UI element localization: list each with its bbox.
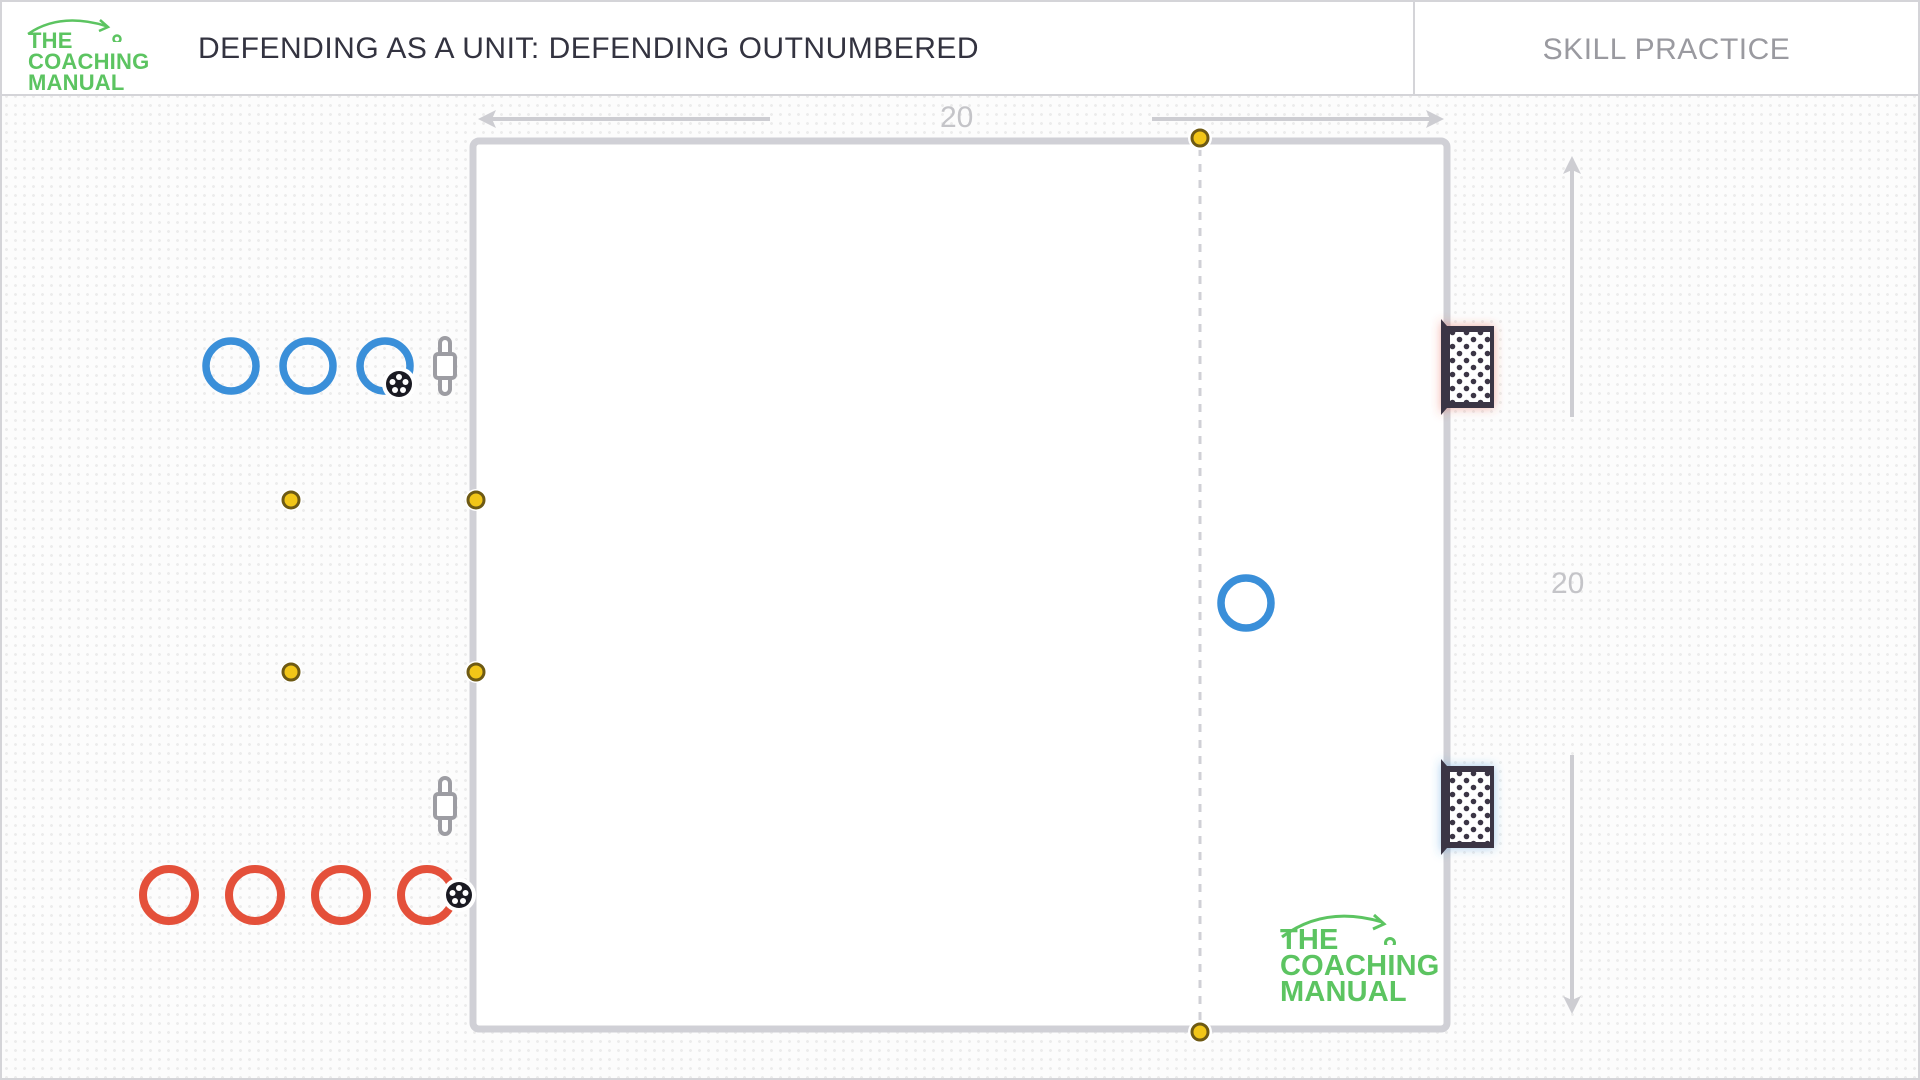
mannequin-pole-icon — [433, 336, 457, 396]
practice-category: SKILL PRACTICE — [1542, 33, 1791, 66]
red-player-icon — [225, 865, 285, 925]
goal-icon-bottom — [1441, 759, 1494, 855]
logo-line-2: COACHING — [1280, 950, 1440, 982]
logo-line-1: THE — [28, 28, 73, 53]
red-player-icon — [311, 865, 371, 925]
goal-icon-top — [1441, 319, 1494, 415]
logo-line-3: MANUAL — [28, 70, 125, 95]
width-dimension-arrow — [478, 110, 1444, 128]
logo-line-1: THE — [1280, 924, 1339, 956]
cone-icon — [1188, 1020, 1212, 1044]
watermark-logo: THE COACHING MANUAL — [1270, 905, 1450, 1008]
logo-arrow-icon — [27, 19, 122, 42]
pitch-boundary — [469, 137, 1451, 1033]
cone-icon — [1188, 126, 1212, 150]
logo-line-2: COACHING — [28, 49, 150, 74]
logo-arrow-icon — [1281, 913, 1396, 945]
mannequin-pole-icon — [433, 776, 457, 836]
cone-icon — [465, 489, 487, 511]
header-divider — [1413, 2, 1415, 94]
red-team-players — [139, 865, 457, 925]
header: THE COACHING MANUAL DEFENDING AS A UNIT:… — [2, 2, 1918, 96]
blue-player-icon — [202, 337, 260, 395]
football-icon — [442, 878, 476, 912]
pitch-width-label: 20 — [940, 101, 974, 134]
blue-attacker-players — [202, 337, 414, 395]
logo-line-3: MANUAL — [1280, 976, 1407, 1008]
cone-icon — [280, 661, 302, 683]
blue-player-icon — [279, 337, 337, 395]
cone-icon — [465, 661, 487, 683]
pitch-length-label: 20 — [1551, 567, 1585, 600]
page-title: DEFENDING AS A UNIT: DEFENDING OUTNUMBER… — [198, 32, 980, 65]
cone-icon — [280, 489, 302, 511]
football-icon — [382, 367, 416, 401]
length-dimension-arrow — [1563, 156, 1581, 1014]
coaching-manual-logo: THE COACHING MANUAL — [20, 12, 170, 95]
red-player-icon — [139, 865, 199, 925]
cone-icons — [280, 126, 1212, 1044]
blue-defender-icon — [1217, 574, 1275, 632]
